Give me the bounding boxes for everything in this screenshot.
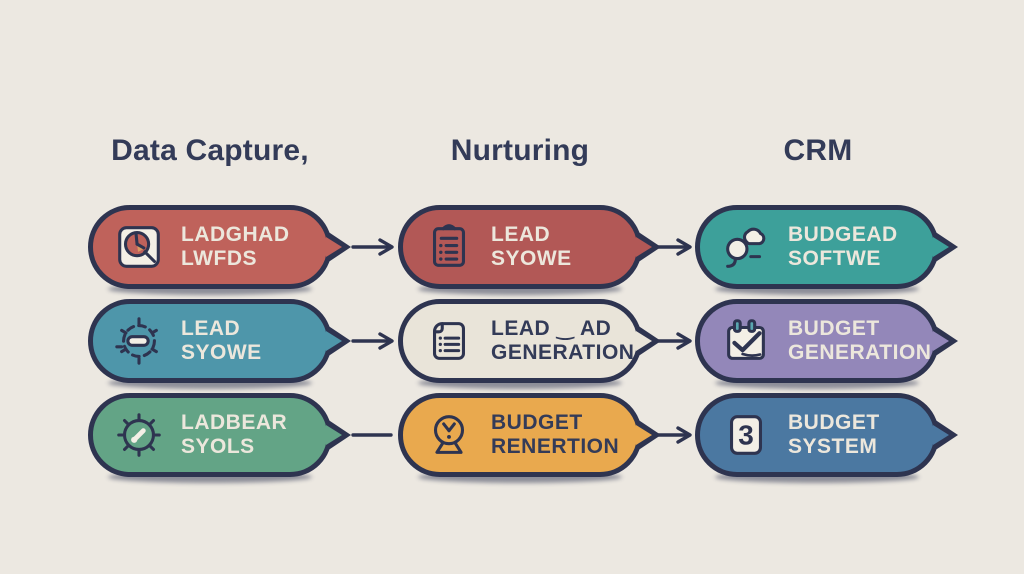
pill-label: BUDGET SYSTEM: [788, 411, 880, 458]
pill-body: LEAD ‿ AD GENERATION: [398, 299, 642, 383]
pill-label: LADGHAD LWFDS: [181, 223, 290, 270]
svg-text:3: 3: [738, 420, 754, 451]
connector-col1-row2-arrow: [351, 331, 399, 351]
speech-tail: [636, 331, 652, 351]
pill-body: LEAD SYOWE: [88, 299, 332, 383]
pill-body: LADGHAD LWFDS: [88, 205, 332, 289]
pill-label-line1: LEAD: [491, 223, 551, 247]
speech-tail: [326, 425, 342, 445]
pill-body: LADBEAR SYOLS: [88, 393, 332, 477]
pill-data-capture-2: LEAD SYOWE: [88, 299, 351, 389]
pill-label-line2: SYSTEM: [788, 435, 878, 458]
pill-body: BUDGET RENERTION: [398, 393, 642, 477]
speech-tail: [933, 331, 949, 351]
column-header-crm: CRM: [783, 134, 853, 167]
speech-tail: [326, 237, 342, 257]
pill-label: LADBEAR SYOLS: [181, 411, 287, 458]
pill-body: 3 BUDGET SYSTEM: [695, 393, 939, 477]
speech-tail: [326, 331, 342, 351]
pill-label-line2: SOFTWE: [788, 247, 881, 270]
three-badge-icon: 3: [719, 408, 773, 462]
pill-label-line1: LADBEAR: [181, 411, 288, 435]
pill-label-line2: SYOWE: [491, 247, 572, 270]
pill-body: BUDGEAD SOFTWE: [695, 205, 939, 289]
pill-nurturing-1: LEAD SYOWE: [398, 205, 661, 295]
connector-col2-row1-arrow: [649, 237, 697, 257]
pill-crm-3: 3 BUDGET SYSTEM: [695, 393, 958, 483]
pill-label: BUDGEAD SOFTWE: [788, 223, 898, 270]
pill-label: BUDGET GENERATION: [788, 317, 931, 364]
pill-label-line2: GENERATION: [788, 341, 932, 364]
pill-crm-1: BUDGEAD SOFTWE: [695, 205, 958, 295]
pill-label-line1: BUDGET: [788, 411, 880, 435]
pill-label-line2: GENERATION: [491, 341, 635, 364]
pill-label: LEAD SYOWE: [491, 223, 572, 270]
calendar-check-icon: [719, 314, 773, 368]
pill-label-line1: LEAD: [181, 317, 241, 341]
pill-label-line2: LWFDS: [181, 247, 257, 270]
pill-label: LEAD ‿ AD GENERATION: [491, 317, 634, 364]
pill-label-line2: SYOLS: [181, 435, 255, 458]
cloud-chat-icon: [719, 220, 773, 274]
pill-label: LEAD SYOWE: [181, 317, 262, 364]
document-list-icon: [422, 314, 476, 368]
pill-label-line2: RENERTION: [491, 435, 620, 458]
speech-tail: [933, 425, 949, 445]
speech-tail: [933, 237, 949, 257]
pill-crm-2: BUDGET GENERATION: [695, 299, 958, 389]
speech-tail: [636, 425, 652, 445]
pill-label: BUDGET RENERTION: [491, 411, 619, 458]
pill-body: LEAD SYOWE: [398, 205, 642, 289]
pill-label-line2: SYOWE: [181, 341, 262, 364]
column-header-nurturing: Nurturing: [450, 134, 590, 167]
pill-body: BUDGET GENERATION: [695, 299, 939, 383]
connector-col1-row1-arrow: [351, 237, 399, 257]
webcam-clock-icon: [422, 408, 476, 462]
pill-data-capture-1: LADGHAD LWFDS: [88, 205, 351, 295]
pill-label-line1: BUDGET: [491, 411, 583, 435]
pill-data-capture-3: LADBEAR SYOLS: [88, 393, 351, 483]
connector-col1-row3-line: [351, 425, 399, 445]
pill-label-line1: LEAD ‿ AD: [491, 317, 612, 341]
pill-label-line1: BUDGEAD: [788, 223, 898, 247]
pill-nurturing-2: LEAD ‿ AD GENERATION: [398, 299, 661, 389]
pill-nurturing-3: BUDGET RENERTION: [398, 393, 661, 483]
pill-label-line1: LADGHAD: [181, 223, 290, 247]
speech-tail: [636, 237, 652, 257]
gauge-dial-icon: [112, 314, 166, 368]
pill-label-line1: BUDGET: [788, 317, 880, 341]
connector-col2-row2-arrow: [649, 331, 697, 351]
connector-col2-row3-arrow: [649, 425, 697, 445]
column-header-data-capture: Data Capture,: [111, 134, 309, 167]
meter-sun-icon: [112, 408, 166, 462]
magnifier-chart-icon: [112, 220, 166, 274]
clipboard-list-icon: [422, 220, 476, 274]
